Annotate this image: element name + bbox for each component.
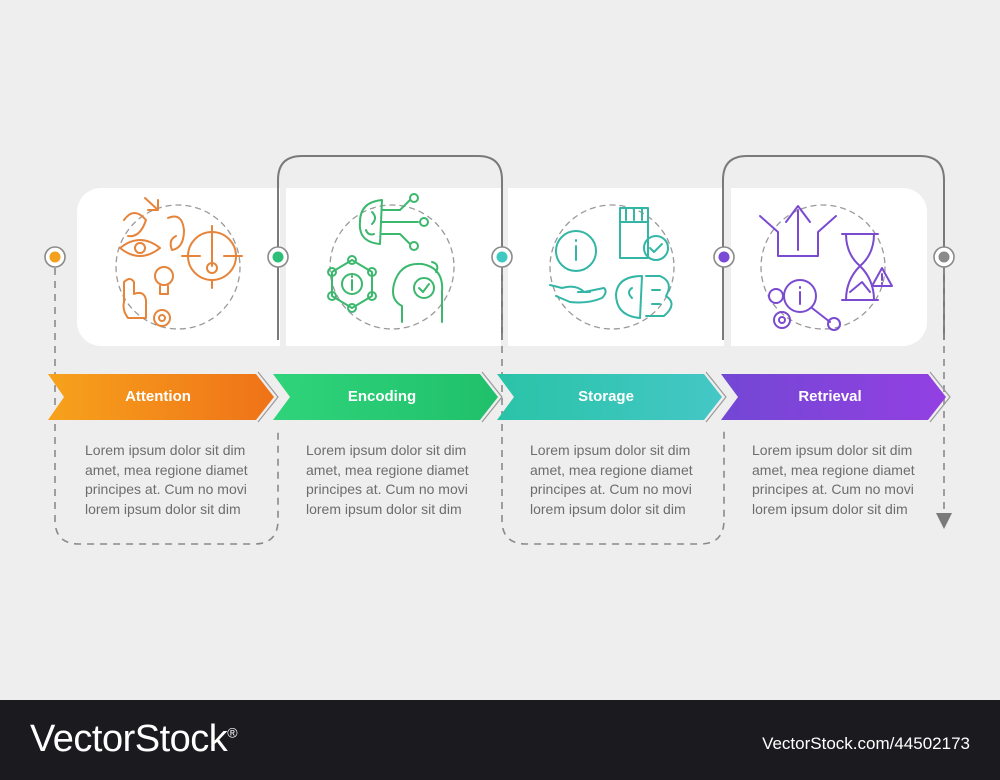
storage-ribbon bbox=[497, 374, 722, 420]
step-text-storage: Lorem ipsum dolor sit dim amet, mea regi… bbox=[530, 442, 693, 517]
storage-card bbox=[508, 188, 724, 346]
retrieval-ribbon bbox=[721, 374, 946, 420]
connector-lines bbox=[44, 155, 955, 545]
attention-ribbon bbox=[48, 374, 274, 420]
attention-icon bbox=[115, 197, 243, 330]
encoding-card bbox=[286, 188, 501, 346]
image-id-text: VectorStock.com/44502173 bbox=[762, 734, 970, 753]
step-text-encoding: Lorem ipsum dolor sit dim amet, mea regi… bbox=[306, 442, 469, 517]
node-dot-encoding bbox=[267, 246, 289, 268]
loop-storage bbox=[501, 268, 725, 545]
step-text-retrieval: Lorem ipsum dolor sit dim amet, mea regi… bbox=[752, 442, 915, 517]
footer-bar: VectorStock® VectorStock.com/44502173 bbox=[0, 700, 1000, 780]
loop-encoding bbox=[277, 155, 503, 340]
retrieval-icon bbox=[759, 204, 893, 331]
process-infographic: Attention Encoding Storage Retrieval Lor… bbox=[44, 155, 955, 545]
node-dot-storage bbox=[491, 246, 513, 268]
attention-card bbox=[77, 188, 280, 346]
end-arrow-icon bbox=[936, 513, 952, 529]
node-dot-end bbox=[933, 246, 955, 268]
storage-icon bbox=[549, 204, 675, 330]
node-dot-retrieval bbox=[713, 246, 735, 268]
brand-name: VectorStock bbox=[30, 718, 228, 760]
encoding-ribbon bbox=[273, 374, 498, 420]
vectorstock-logo: VectorStock® bbox=[30, 718, 238, 761]
step-text-attention: Lorem ipsum dolor sit dim amet, mea regi… bbox=[85, 442, 248, 517]
loop-attention bbox=[54, 268, 279, 545]
registered-mark: ® bbox=[227, 724, 238, 741]
encoding-icon bbox=[327, 193, 455, 330]
node-dot-attention bbox=[44, 246, 66, 268]
loop-retrieval bbox=[722, 155, 945, 340]
